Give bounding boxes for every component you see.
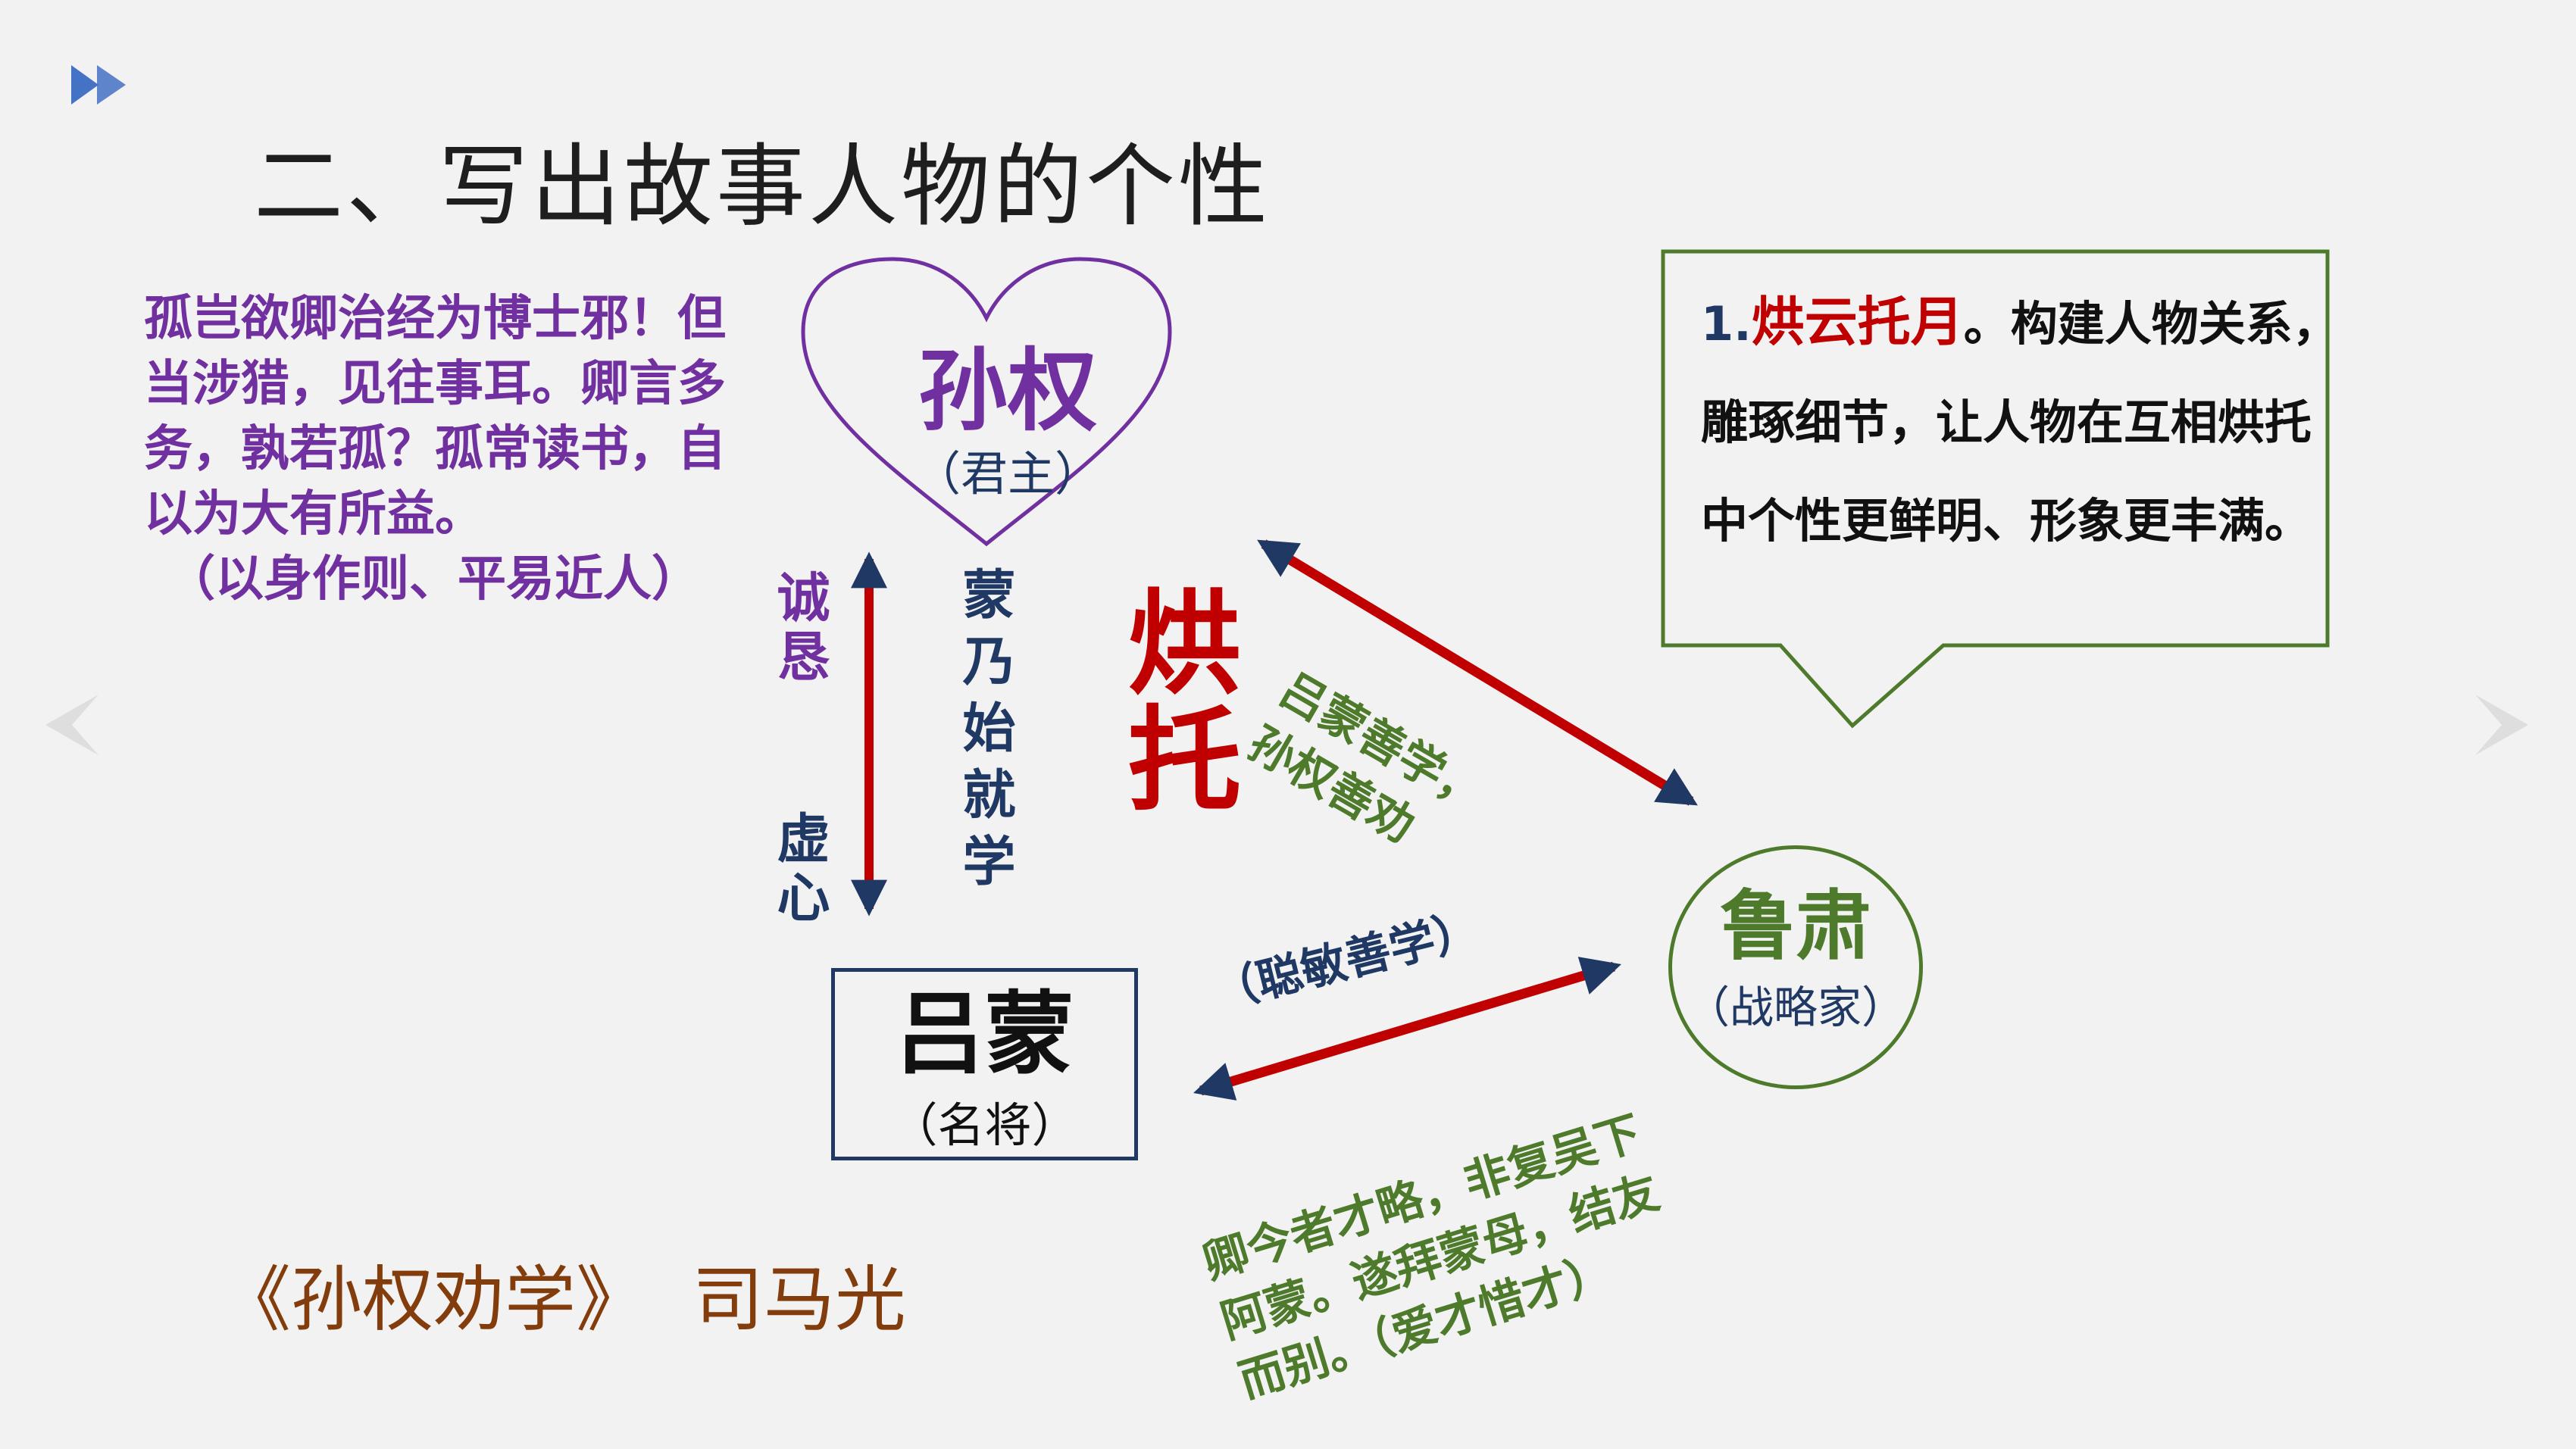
callout-number: 1. [1701,296,1752,351]
lusu-name: 鲁肃 [1720,882,1871,970]
lumeng-role: （名将） [890,1098,1079,1153]
callout-text: 1.烘云托月。构建人物关系，雕琢细节，让人物在互相烘托中个性更鲜明、形象更丰满。 [1701,273,2352,570]
chevron-left-icon[interactable] [42,691,102,759]
sunquan-quote: 孤岂欲卿治经为博士邪！但当涉猎，见往事耳。卿言多务，孰若孤？孤常读书，自以为大有… [144,286,750,612]
callout-body: 。构建人物关系，雕琢细节，让人物在互相烘托中个性更鲜明、形象更丰满。 [1701,296,2340,548]
label-contrast: 烘托 [1108,583,1240,817]
label-sincere: 诚恳 [768,570,831,688]
sunquan-quote-text: 孤岂欲卿治经为博士邪！但当涉猎，见往事耳。卿言多务，孰若孤？孤常读书，自以为大有… [144,290,726,542]
sunquan-quote-note: （以身作则、平易近人） [167,551,700,607]
heart-shape [801,257,1172,547]
sunquan-name: 孙权 [918,339,1097,443]
lusu-node: 鲁肃 （战略家） [1668,845,1923,1089]
arrow-sun-lusu [1257,539,1698,806]
callout-box [1661,249,2330,729]
label-began-study: 蒙乃始就学 [954,567,1017,900]
chevron-right-icon[interactable] [2471,691,2532,759]
callout-highlight: 烘云托月 [1751,290,1964,353]
lumeng-node: 吕蒙 （名将） [831,968,1138,1160]
source-citation: 《孙权劝学》 司马光 [220,1259,906,1341]
sunquan-role: （君主） [913,446,1102,501]
lumeng-name: 吕蒙 [895,982,1074,1086]
arrow-lumeng-lusu [1193,957,1621,1101]
page-title: 二、写出故事人物的个性 [254,134,1271,239]
fast-forward-icon [71,65,126,105]
label-humble: 虚心 [768,810,831,929]
lusu-role: （战略家） [1685,982,1905,1033]
